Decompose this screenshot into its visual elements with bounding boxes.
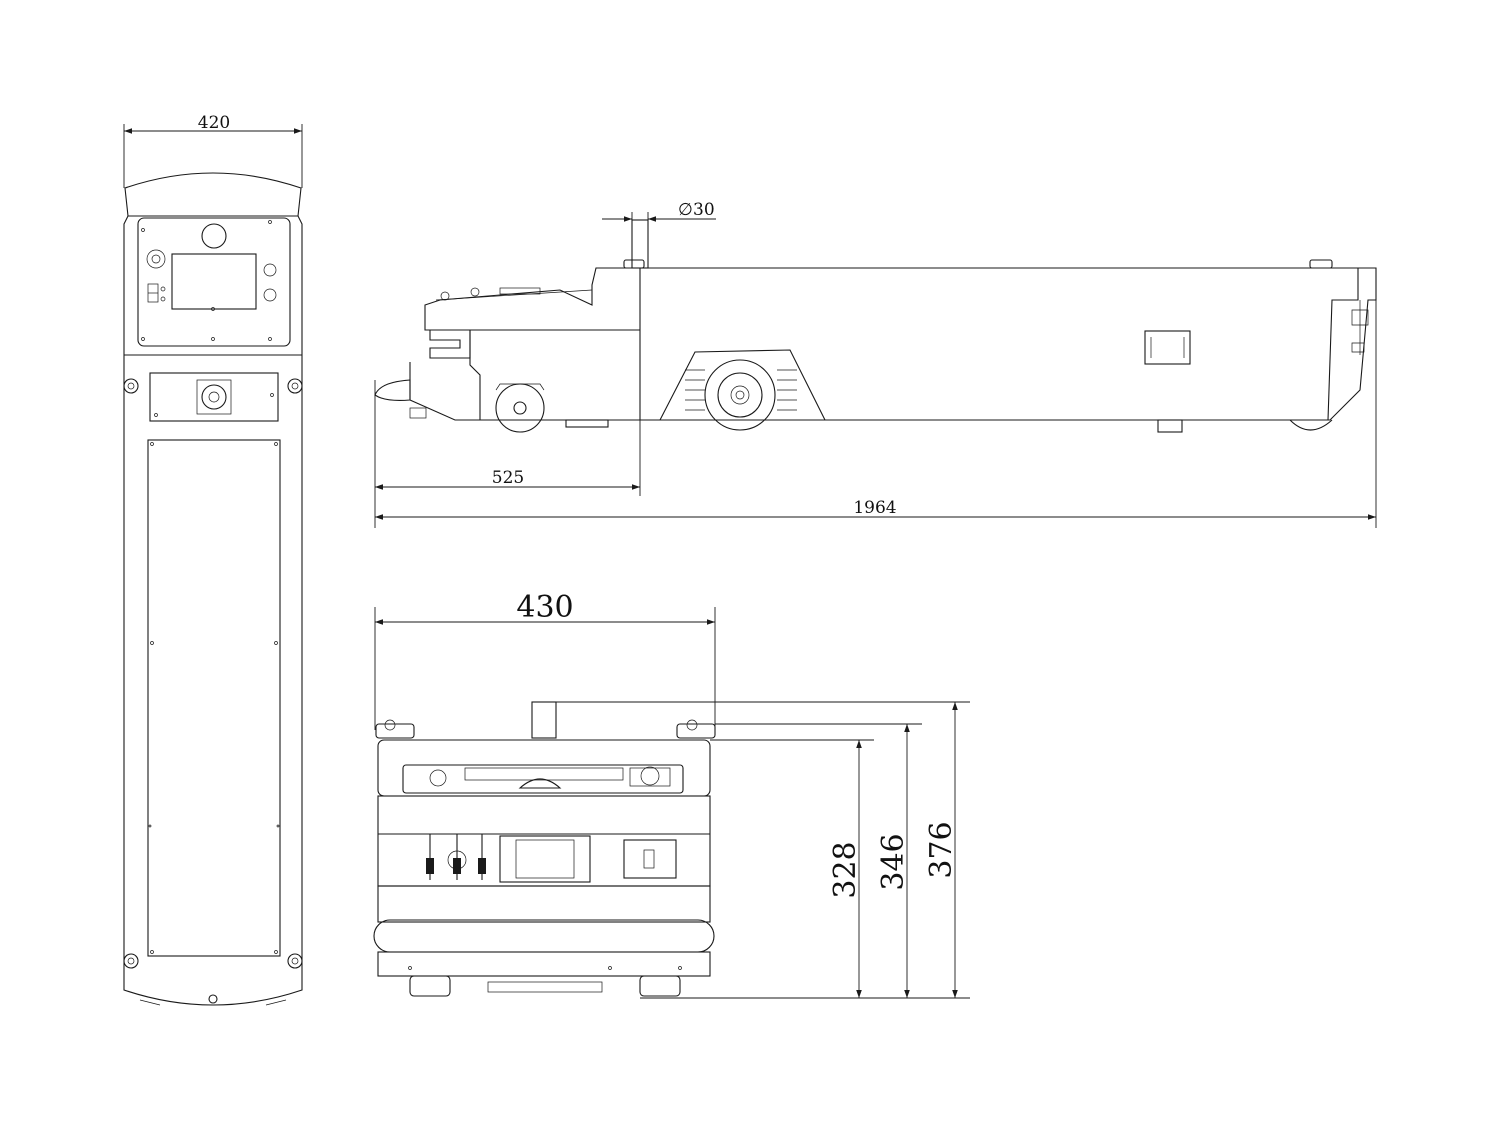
towing-pin: [531, 701, 557, 739]
side-view: ∅ 30 525 1964: [374, 200, 1377, 528]
towing-pin: [631, 219, 649, 269]
dimension-label-pin-diameter: 30: [693, 200, 715, 220]
rear-bumper: [373, 919, 715, 953]
rear-view: 430 328 346 376: [373, 590, 970, 999]
caster-icon: [287, 953, 303, 969]
front-caster-wheel: [495, 383, 545, 433]
diameter-symbol: ∅: [678, 200, 693, 220]
coupling-plate: [149, 372, 279, 422]
dimension-label-front-offset: 525: [492, 468, 524, 488]
drive-wheel: [704, 359, 776, 431]
dimension-label-height-pin: 376: [924, 821, 959, 878]
knob-icon: [263, 263, 277, 277]
dimension-label-front-width: 420: [198, 113, 230, 133]
lamp-icon: [201, 223, 227, 249]
caster-icon: [123, 378, 139, 394]
emergency-stop-icon: [146, 249, 166, 269]
dimension-label-rear-width: 430: [516, 590, 573, 625]
label-plate: [1144, 330, 1191, 365]
dimension-label-height-body: 328: [828, 841, 863, 898]
side-panel: [147, 439, 281, 957]
display-screen: [171, 253, 257, 310]
caster-icon: [287, 378, 303, 394]
front-view: 420: [123, 113, 303, 1006]
dimension-label-overall-length: 1964: [853, 498, 896, 518]
knob-icon: [263, 288, 277, 302]
dimension-label-height-top: 346: [876, 833, 911, 890]
caster-icon: [123, 953, 139, 969]
